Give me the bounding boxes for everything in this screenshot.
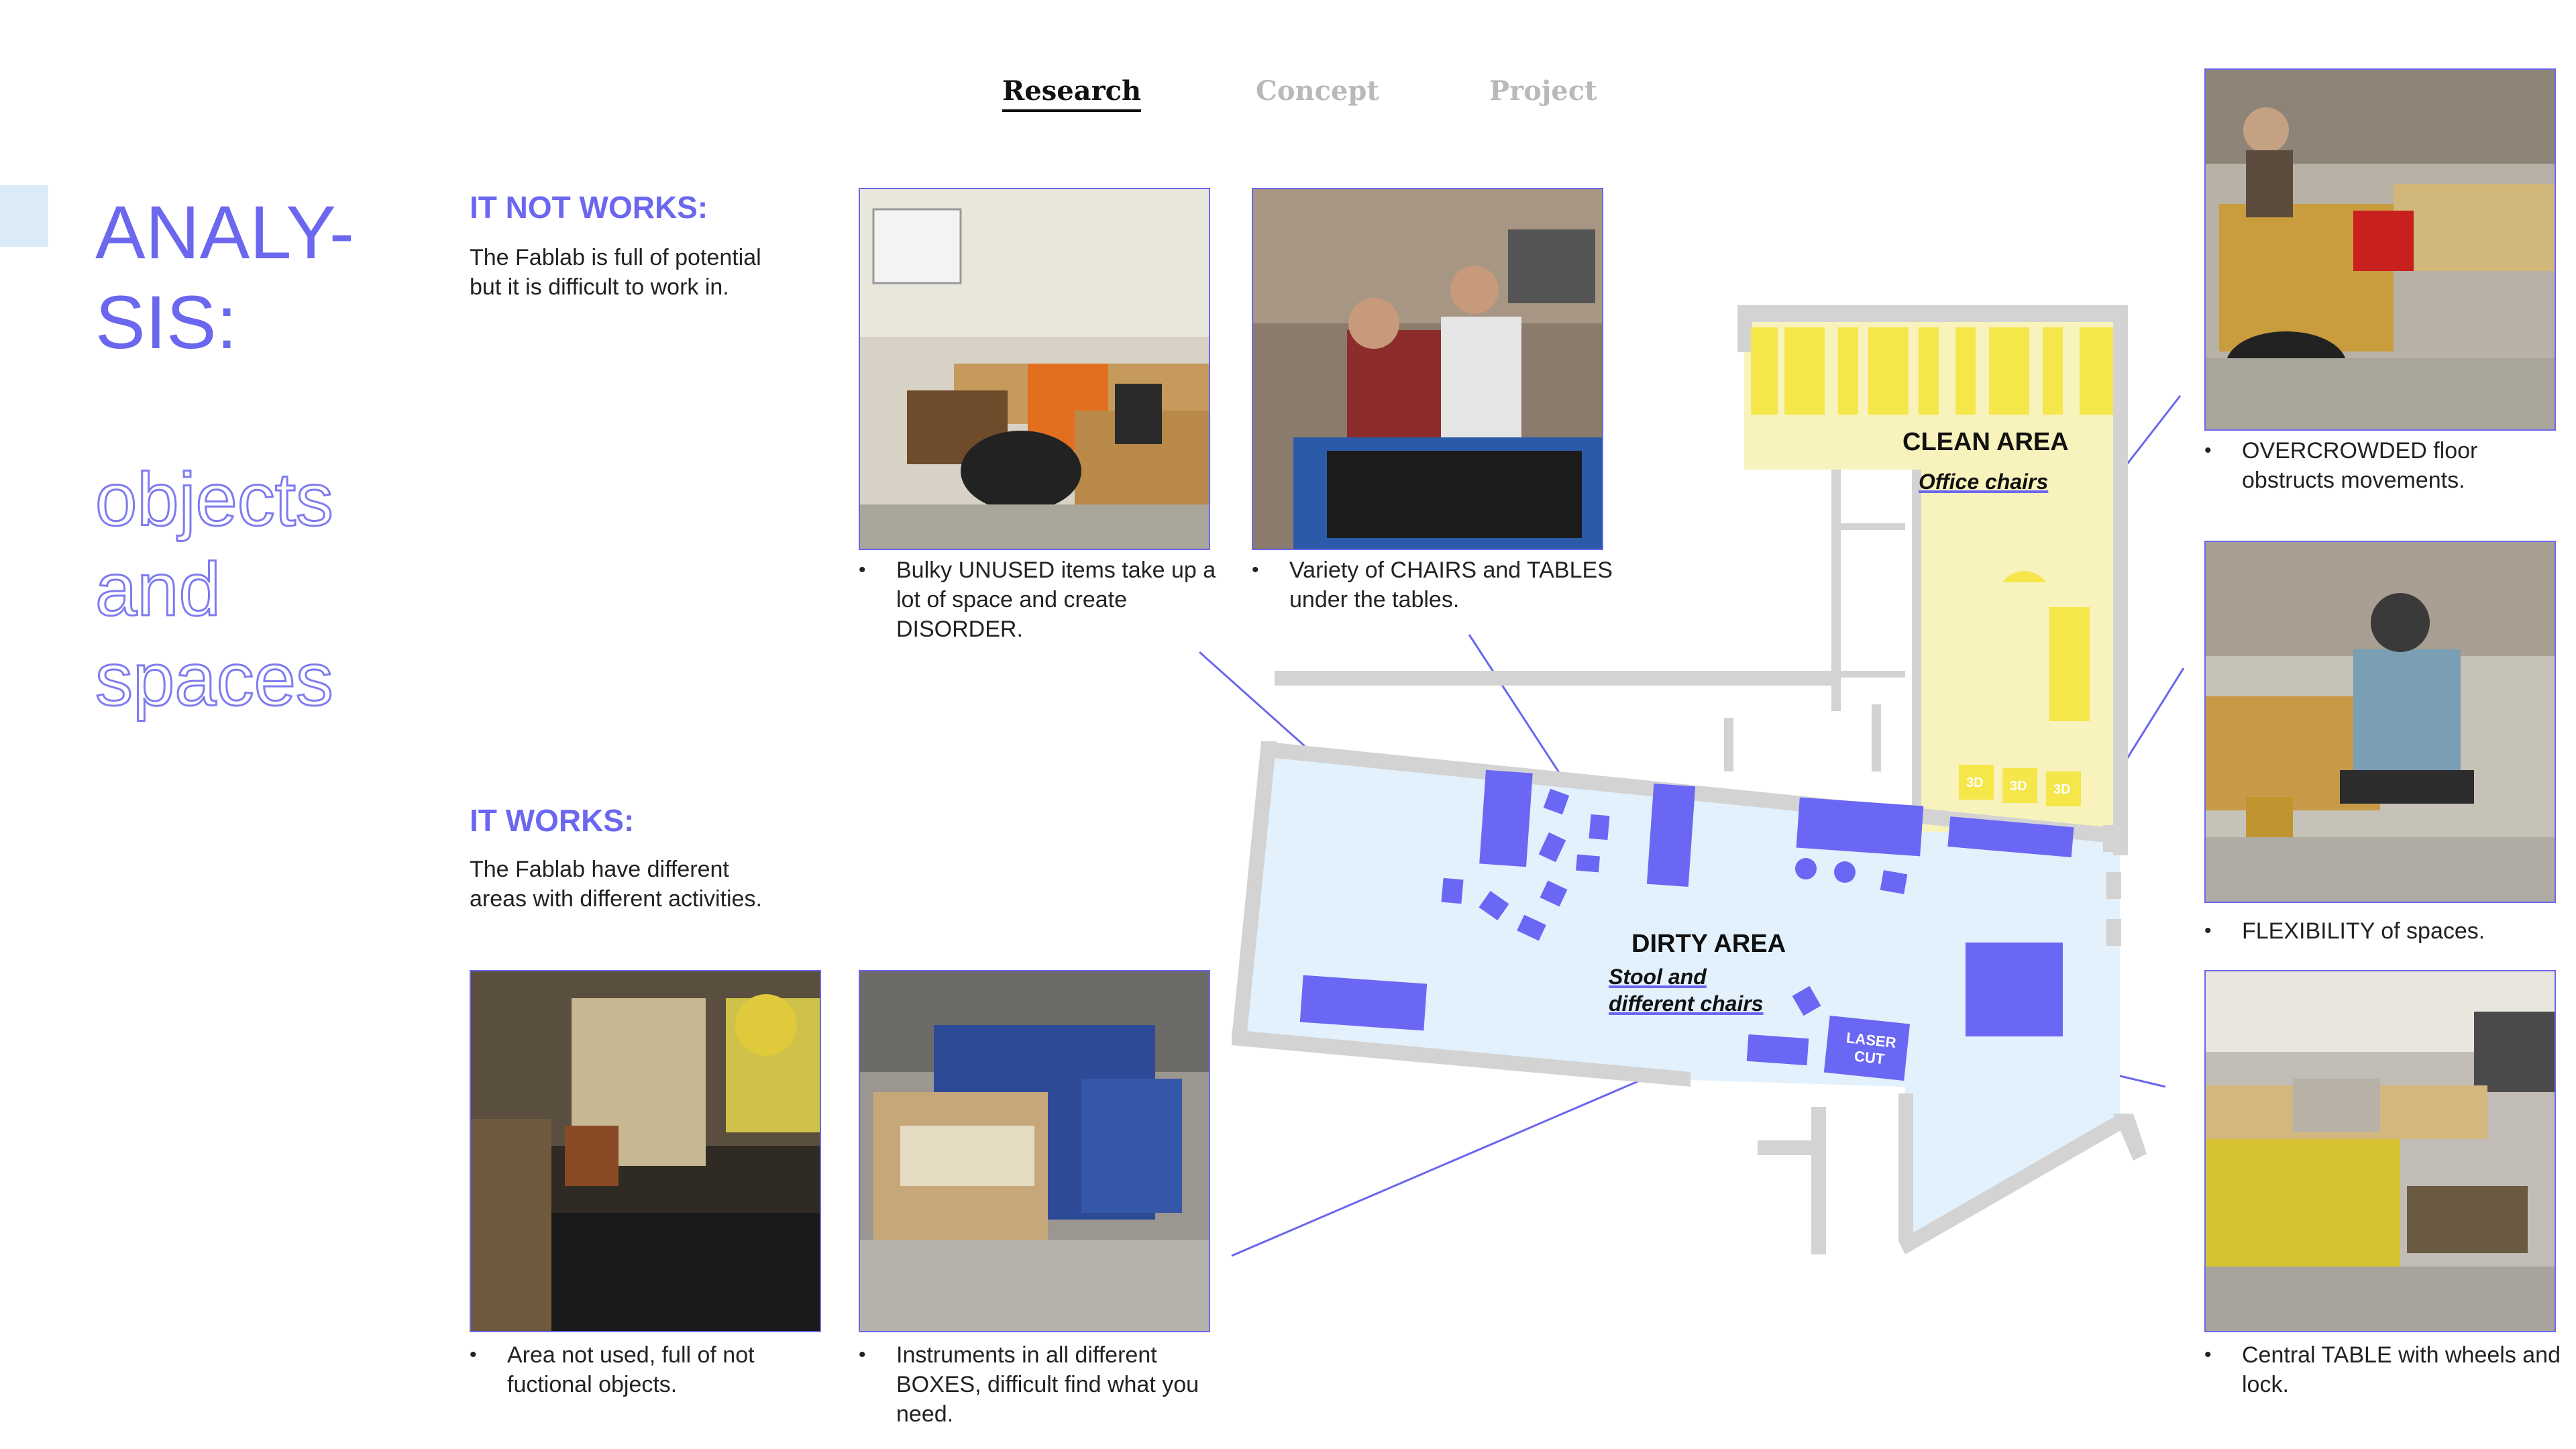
caption-bulky: Bulky UNUSED items take up a lot of spac… [859,555,1221,644]
works-text: The Fablab have different areas with dif… [470,857,762,912]
dirty-area-furniture [1299,769,2074,1081]
page-title: ANALY- SIS: [95,188,354,368]
title-line-1: ANALY- [95,191,354,274]
caption-not-used: Area not used, full of not fuctional obj… [470,1340,832,1399]
photo-flexibility [2204,541,2556,903]
clean-area-sub: Office chairs [1919,470,2049,494]
clean-area-zone [1744,322,2123,832]
caption-central: Central TABLE with wheels and lock. [2204,1340,2567,1399]
photo-instruments-boxes [859,970,1210,1332]
tab-concept[interactable]: Concept [1256,75,1379,107]
svg-text:3D: 3D [1966,775,1984,790]
photo-unused-area [470,970,821,1332]
dirty-area-sub-1: Stool and [1609,965,1707,989]
subtitle-line-2: and [95,547,222,633]
caption-flexibility: FLEXIBILITY of spaces. [2204,916,2567,946]
photo-chairs-tables [1252,188,1603,550]
svg-text:3D: 3D [2053,782,2071,797]
photo-central-table [2204,970,2556,1332]
accent-block [0,185,48,247]
laser-cut-label: LASER CUT [1837,1028,1904,1070]
dirty-area-zone [1236,746,2120,1241]
clean-area-furniture [1751,327,2113,806]
dirty-area-sub-2: different chairs [1609,991,1764,1016]
svg-text:3D: 3D [2010,779,2027,794]
page-subtitle: objects and spaces [95,455,335,724]
not-works-heading: IT NOT WORKS: [470,190,708,225]
printer-labels: 3D 3D 3D [1966,775,2071,797]
tab-project[interactable]: Project [1489,75,1597,107]
not-works-text: The Fablab is full of potential but it i… [470,245,761,300]
subtitle-line-1: objects [95,457,335,543]
works-heading: IT WORKS: [470,803,635,838]
caption-variety: Variety of CHAIRS and TABLES under the t… [1252,555,1614,614]
photo-bulky-items [859,188,1210,550]
caption-overcrowded: OVERCROWDED floor obstructs movements. [2204,436,2567,495]
subtitle-line-3: spaces [95,637,335,722]
photo-overcrowded-floor [2204,68,2556,431]
clean-area-label: CLEAN AREA [1902,428,2069,456]
caption-instruments: Instruments in all different BOXES, diff… [859,1340,1221,1429]
title-line-2: SIS: [95,280,237,364]
dirty-area-label: DIRTY AREA [1631,930,1786,958]
tab-research[interactable]: Research [1002,75,1142,112]
